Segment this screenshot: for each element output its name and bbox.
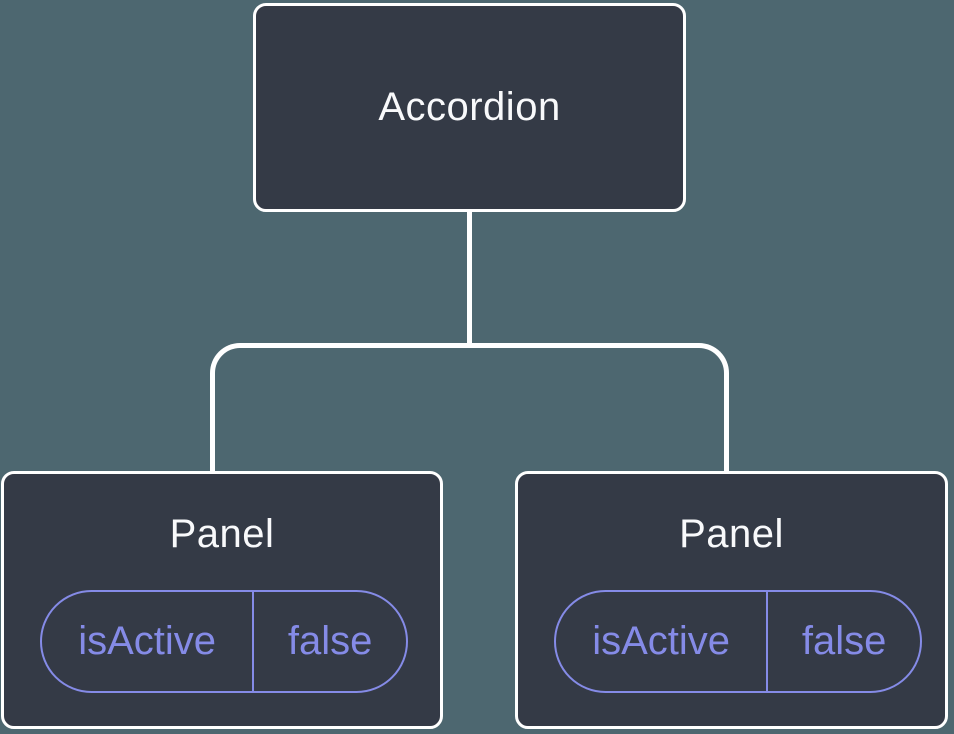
panel-node-left: Panel isActive false <box>1 471 443 729</box>
state-name: isActive <box>42 592 255 691</box>
connector-bracket <box>210 343 729 471</box>
state-value: false <box>287 619 373 663</box>
panel-node-label: Panel <box>679 512 784 556</box>
state-pill: isActive false <box>40 590 408 693</box>
accordion-node-label: Accordion <box>378 85 561 129</box>
panel-node-label: Panel <box>169 512 275 556</box>
accordion-node: Accordion <box>253 3 686 212</box>
state-value: false <box>801 619 887 663</box>
panel-node-right: Panel isActive false <box>515 471 948 729</box>
state-name: isActive <box>556 592 769 691</box>
state-pill: isActive false <box>554 590 922 693</box>
connector-stem <box>467 212 472 346</box>
